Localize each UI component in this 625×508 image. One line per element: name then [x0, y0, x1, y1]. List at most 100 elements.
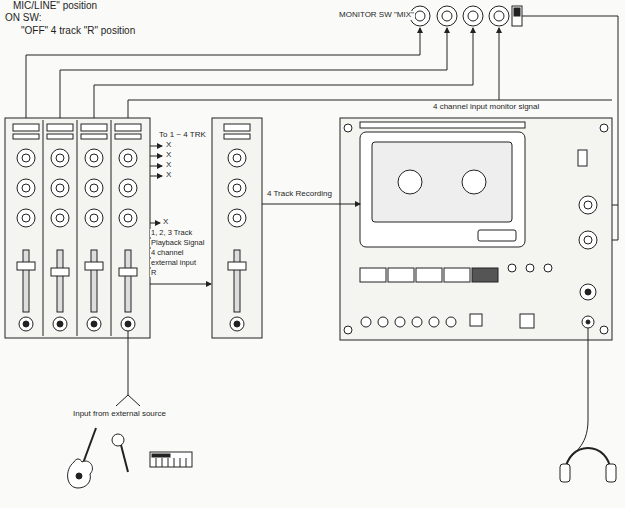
power-button-cap	[585, 289, 591, 295]
input-jack	[87, 317, 101, 331]
knob	[85, 179, 103, 197]
output-wire	[150, 176, 162, 177]
screw	[600, 124, 608, 132]
transport-button	[444, 268, 470, 282]
recorder-knob	[579, 231, 597, 249]
phones-jack	[582, 316, 594, 328]
input-jack-hole	[234, 321, 240, 327]
knob	[17, 179, 35, 197]
recorder-top-strip	[360, 122, 525, 128]
channel-button	[47, 124, 73, 131]
knob-cap	[124, 214, 132, 222]
input-jack-hole	[23, 321, 29, 327]
knob-cap	[22, 154, 30, 162]
transport-button	[416, 268, 442, 282]
signal-label: 4 channel	[150, 249, 185, 257]
track-jack	[361, 317, 371, 327]
knob	[85, 209, 103, 227]
headphone-cord	[566, 328, 588, 464]
knob	[228, 209, 246, 227]
signal-label: Playback Signal	[150, 239, 205, 247]
mix-switch-lever	[514, 8, 520, 16]
channel-button	[115, 134, 141, 139]
monitor-knob-cap	[442, 11, 452, 21]
monitor-knob	[463, 6, 483, 26]
channel-button	[47, 134, 73, 139]
fader-cap	[17, 262, 35, 270]
recorder-switch	[578, 150, 587, 166]
output-wire	[150, 146, 162, 147]
track-jack	[446, 317, 456, 327]
knob	[119, 209, 137, 227]
knob-cap	[22, 214, 30, 222]
terminal-mark: X	[162, 218, 169, 227]
screw	[344, 326, 352, 334]
monitor-knob-cap	[415, 11, 425, 21]
knob-cap	[90, 154, 98, 162]
channel-button	[115, 124, 141, 131]
small-knob	[508, 264, 516, 272]
cassette-bay	[360, 132, 525, 247]
channel-button	[13, 124, 39, 131]
cassette-window	[372, 142, 512, 222]
terminal-mark: X	[165, 161, 172, 170]
channel-button	[13, 134, 39, 139]
fader-slot	[234, 250, 240, 312]
input-jack-hole	[91, 321, 97, 327]
output-wire	[150, 223, 160, 224]
channel-divider	[77, 120, 78, 336]
keyboard	[150, 452, 192, 467]
knob	[17, 149, 35, 167]
keyboard-key	[174, 458, 175, 467]
knob	[119, 179, 137, 197]
fader-cap	[85, 262, 103, 270]
input-jack	[230, 317, 244, 331]
channel-button	[81, 134, 107, 139]
screw	[600, 326, 608, 334]
channel-button	[224, 134, 250, 139]
recorder-knob-cap	[584, 201, 592, 209]
recorder-knob	[579, 196, 597, 214]
output-wire	[150, 166, 162, 167]
note-text: MIC/LINE" position	[12, 0, 98, 11]
monitor-signal-wire	[499, 100, 612, 101]
monitor-knob	[437, 6, 457, 26]
tape-reel	[398, 170, 422, 194]
knob-cap	[56, 154, 64, 162]
monitor-knob	[489, 6, 509, 26]
fader-cap	[51, 268, 69, 276]
knob-cap	[56, 184, 64, 192]
knob	[228, 179, 246, 197]
fader-cap	[119, 268, 137, 276]
track-jack	[395, 317, 405, 327]
transport-button	[388, 268, 414, 282]
channel-strip	[212, 118, 262, 338]
knob	[228, 149, 246, 167]
input-jack	[121, 317, 135, 331]
headphone-cup	[560, 464, 570, 482]
signal-label: 4 channel input monitor signal	[432, 103, 540, 112]
tape-reel	[462, 170, 486, 194]
input-jack-hole	[57, 321, 63, 327]
knob	[17, 209, 35, 227]
note-text: ON SW:	[4, 12, 42, 23]
mic-head	[112, 434, 124, 446]
headphone-band	[566, 448, 610, 470]
monitor-knob-cap	[494, 11, 504, 21]
power-button	[580, 284, 596, 300]
output-label: To 1 ~ 4 TRK	[158, 131, 207, 140]
input-jack	[53, 317, 67, 331]
keyboard-key	[162, 458, 163, 467]
headphone-cup	[606, 464, 616, 482]
knob	[85, 149, 103, 167]
input-cable	[116, 331, 140, 406]
input-jack	[19, 317, 33, 331]
small-knob	[526, 264, 534, 272]
signal-label: external input	[150, 259, 197, 267]
small-knob	[544, 264, 552, 272]
knob	[51, 149, 69, 167]
fader-cap	[228, 262, 246, 270]
knob-cap	[56, 214, 64, 222]
